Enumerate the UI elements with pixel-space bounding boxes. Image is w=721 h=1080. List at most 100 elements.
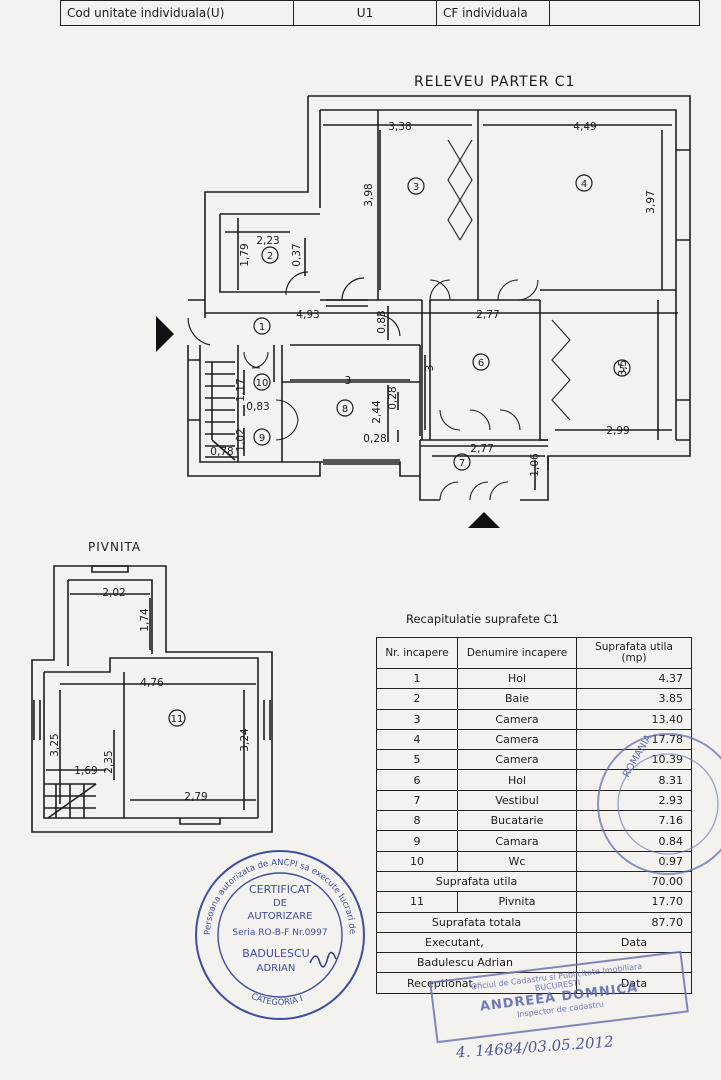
row-nr: 11 [376,891,458,913]
suprafata-utila-label: Suprafata utila [376,870,577,893]
room-number-circle [613,359,631,377]
dimension-label: 4,49 [573,121,596,133]
row-name: Hol [457,769,577,791]
executant-data: Data [576,931,692,954]
row-area: 17.70 [576,891,692,913]
room-number: 5 [619,364,625,375]
dimension-label: 3 [345,375,352,387]
dimension-label: 1,69 [74,765,97,777]
row-nr: 10 [376,850,458,872]
room-number: 9 [259,433,265,444]
room-number-circle [253,317,271,335]
row-name: Camera [457,728,577,751]
dimension-label: 2,77 [476,309,499,321]
cf-value [549,0,700,26]
dimension-label: 3,97 [645,190,657,213]
svg-text:CATEGORIA I: CATEGORIA I [249,992,304,1008]
dimension-label: 1,17 [235,378,247,401]
recap-header-nr: Nr. incapere [376,637,458,669]
dimension-label: 4,93 [296,309,319,321]
dimension-label: 0,83 [376,310,388,333]
room-number: 1 [259,322,265,333]
suprafata-totala-value: 87.70 [576,911,692,933]
dimension-label: 2,99 [606,425,629,437]
row-area: 3.85 [576,688,692,710]
room-number: 6 [478,358,484,369]
row-nr: 1 [376,667,458,690]
dimension-label: 2,79 [184,791,207,803]
row-nr: 5 [376,749,458,771]
dimension-label: 2,23 [256,235,279,247]
authorization-stamp: Persoana autorizata de ANCPI sa execute … [190,845,365,1020]
room-number: 4 [581,179,587,190]
row-name: Camera [457,749,577,771]
entrance-arrow-bottom [468,512,500,528]
row-nr: 6 [376,769,458,791]
dimension-label: 0,28 [387,386,399,409]
row-name: Hol [457,667,577,690]
recap-table: Nr. incapere Denumire incapere Suprafata… [376,637,692,994]
dimension-label: 0,83 [246,401,269,413]
stamp-seria: Seria RO-B-F Nr.0997 [232,928,327,938]
unit-code-value: U1 [293,0,437,26]
receptionat-label: Receptionat, [376,972,577,994]
room-number: 10 [256,378,269,389]
room-number: 8 [342,404,348,415]
dimension-label: 3,25 [49,733,61,756]
room-number: 7 [459,458,465,469]
dimension-label: 1,74 [139,608,151,632]
room-number-circle [453,453,471,471]
entrance-arrow-left [156,316,174,352]
row-nr: 4 [376,728,458,751]
row-nr: 8 [376,810,458,832]
dimension-label: 3 [424,365,436,372]
dimension-label: 0,78 [210,446,233,458]
row-name: Camera [457,708,577,730]
dimension-label: 2,77 [470,443,493,455]
dimension-label: 2,35 [103,750,115,773]
dimension-label: 3,5 [617,360,629,377]
unit-code-table: Cod unitate individuala(U) U1 CF individ… [60,0,700,26]
row-area: 13.40 [576,708,692,730]
unit-code-label: Cod unitate individuala(U) [60,0,294,26]
room-number: 11 [171,714,184,725]
row-name: Pivnita [457,891,577,913]
dimension-label: 0,37 [291,243,303,266]
cadastre-round-stamp: ROMANIA [597,733,721,875]
room-number-circle [472,353,490,371]
row-nr: 9 [376,830,458,852]
recap-title: Recapitulatie suprafete C1 [406,612,559,626]
dimension-label: 0,28 [363,433,386,445]
dimension-label: 3,24 [239,728,251,752]
dimension-label: 1,79 [239,243,251,266]
dimension-label: 2,02 [102,587,125,599]
stamp-name2: ADRIAN [257,963,296,974]
row-name: Baie [457,688,577,710]
dimension-label: 4,76 [140,677,164,689]
dimension-label: 1,06 [529,453,541,477]
recap-header-name: Denumire incapere [457,637,577,669]
suprafata-totala-label: Suprafata totala [376,911,577,933]
ground-floor-walls [187,95,691,501]
stamp-name1: BADULESCU [242,947,309,960]
recap-header-area: Suprafata utila (mp) [576,637,692,669]
stamp-de: DE [273,898,287,909]
executant-label: Executant, [376,931,577,954]
dimension-label: 3,98 [363,183,375,206]
row-nr: 3 [376,708,458,730]
signature-scribble [309,951,337,968]
stamp-autorizare: AUTORIZARE [248,911,313,922]
room-number-circle [168,709,186,727]
room-number-circle [336,399,354,417]
dimension-label: 1,02 [235,428,247,451]
row-name: Camara [457,830,577,852]
basement-title: PIVNITA [88,540,142,554]
receptionat-data: Data [576,972,692,994]
